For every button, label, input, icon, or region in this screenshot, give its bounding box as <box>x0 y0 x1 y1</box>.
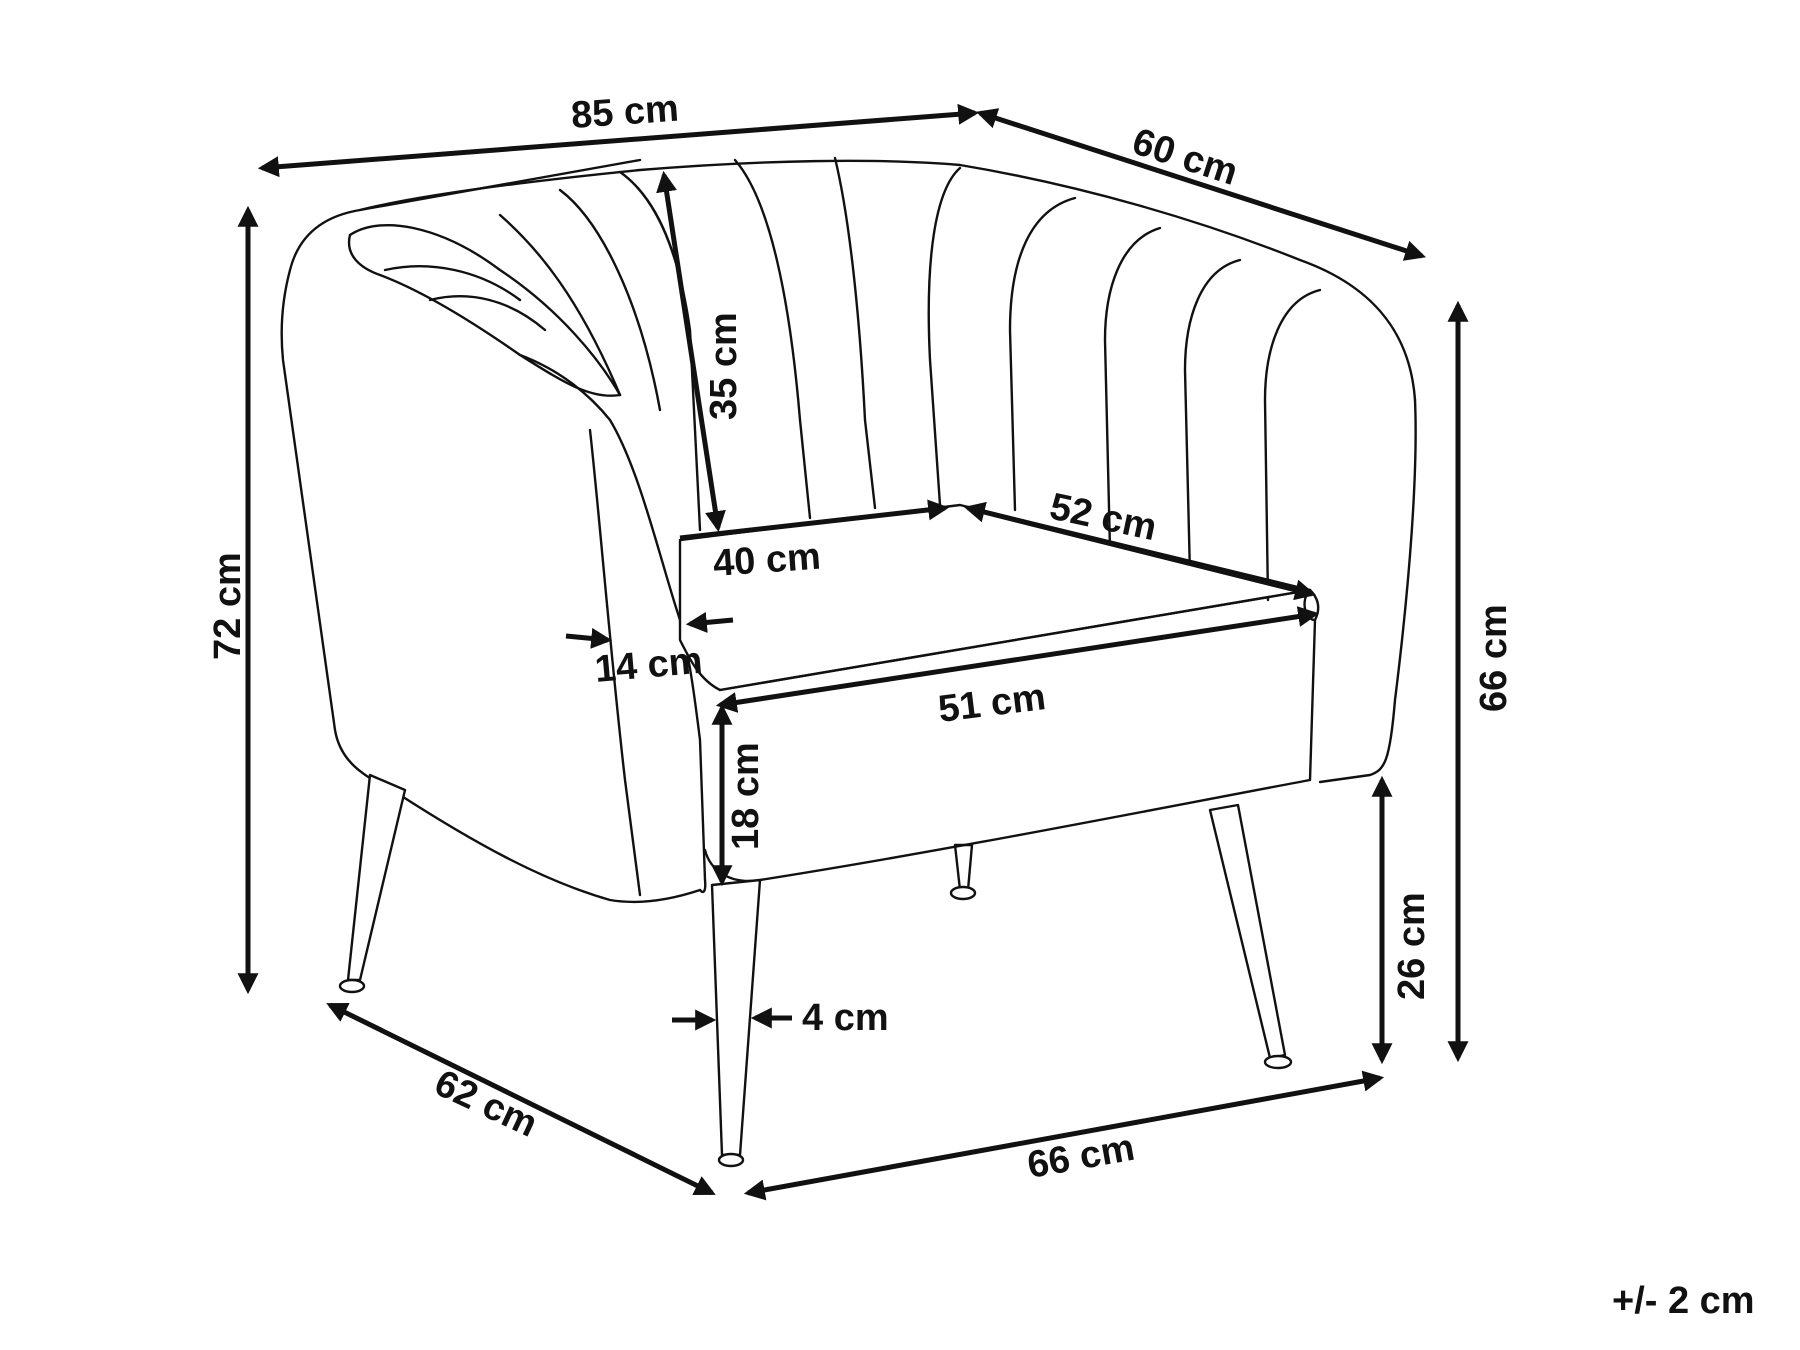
leg-span-width-line <box>743 1070 1385 1201</box>
overall-width-line <box>257 103 980 178</box>
left-outer-shell <box>280 158 702 904</box>
back-left-leg <box>953 843 974 892</box>
leg-span-depth-line <box>326 1002 716 1196</box>
tuft-line-1 <box>383 265 522 302</box>
back-channel-3 <box>833 156 877 510</box>
seat-width-front-label: 51 cm <box>936 676 1048 731</box>
right-outer-shell <box>1318 398 1417 784</box>
back-height-line <box>656 170 726 533</box>
arm-height-label: 66 cm <box>1473 604 1515 712</box>
back-height-label: 35 cm <box>703 312 745 420</box>
back-channel-2 <box>733 158 812 520</box>
tuft-line-2 <box>428 295 547 332</box>
overall-height-label: 72 cm <box>207 552 249 660</box>
front-right-leg-foot <box>1263 1054 1293 1070</box>
backrest-top-rim <box>358 159 1417 402</box>
back-left-leg-foot <box>949 885 977 901</box>
left-arm-front <box>518 353 707 894</box>
leg-span-width-label: 66 cm <box>1024 1127 1137 1187</box>
seat-height-legs-label: 26 cm <box>1391 892 1433 1000</box>
left-arm-front-inner <box>588 428 642 897</box>
seat-width-front-line <box>715 606 1320 713</box>
rear-left-leg-foot <box>338 978 366 994</box>
front-left-leg <box>710 878 762 1157</box>
leg-span-depth-label: 62 cm <box>428 1062 543 1146</box>
back-channel-4 <box>927 166 962 507</box>
front-right-leg <box>1208 803 1287 1060</box>
dimension-labels: 85 cm 60 cm 72 cm 35 cm 40 cm 52 cm 14 c… <box>207 88 1755 1322</box>
overall-depth-line <box>976 108 1426 261</box>
armrest-width-left-arrow <box>565 627 613 649</box>
overall-width-label: 85 cm <box>570 88 680 137</box>
armrest-width-label: 14 cm <box>593 640 704 691</box>
seat-thickness-label: 18 cm <box>725 742 767 850</box>
dimension-lines <box>237 103 1469 1201</box>
back-channel-7 <box>1183 258 1242 577</box>
rear-left-leg <box>346 773 407 982</box>
back-channel-5 <box>1008 196 1077 512</box>
overall-depth-label: 60 cm <box>1127 121 1242 194</box>
seat-width-back-label: 40 cm <box>712 536 822 585</box>
tuft-line-4 <box>558 188 662 412</box>
leg-width-label: 4 cm <box>802 997 889 1039</box>
back-channel-8 <box>1263 288 1322 602</box>
back-channel-1 <box>618 170 702 532</box>
left-arm-inner-roll <box>348 224 622 397</box>
tolerance-note: +/- 2 cm <box>1612 1280 1755 1322</box>
seat-width-back-line <box>679 499 950 541</box>
front-left-leg-foot <box>717 1152 745 1168</box>
tuft-line-3 <box>498 213 622 397</box>
seat-depth-line <box>963 501 1317 601</box>
